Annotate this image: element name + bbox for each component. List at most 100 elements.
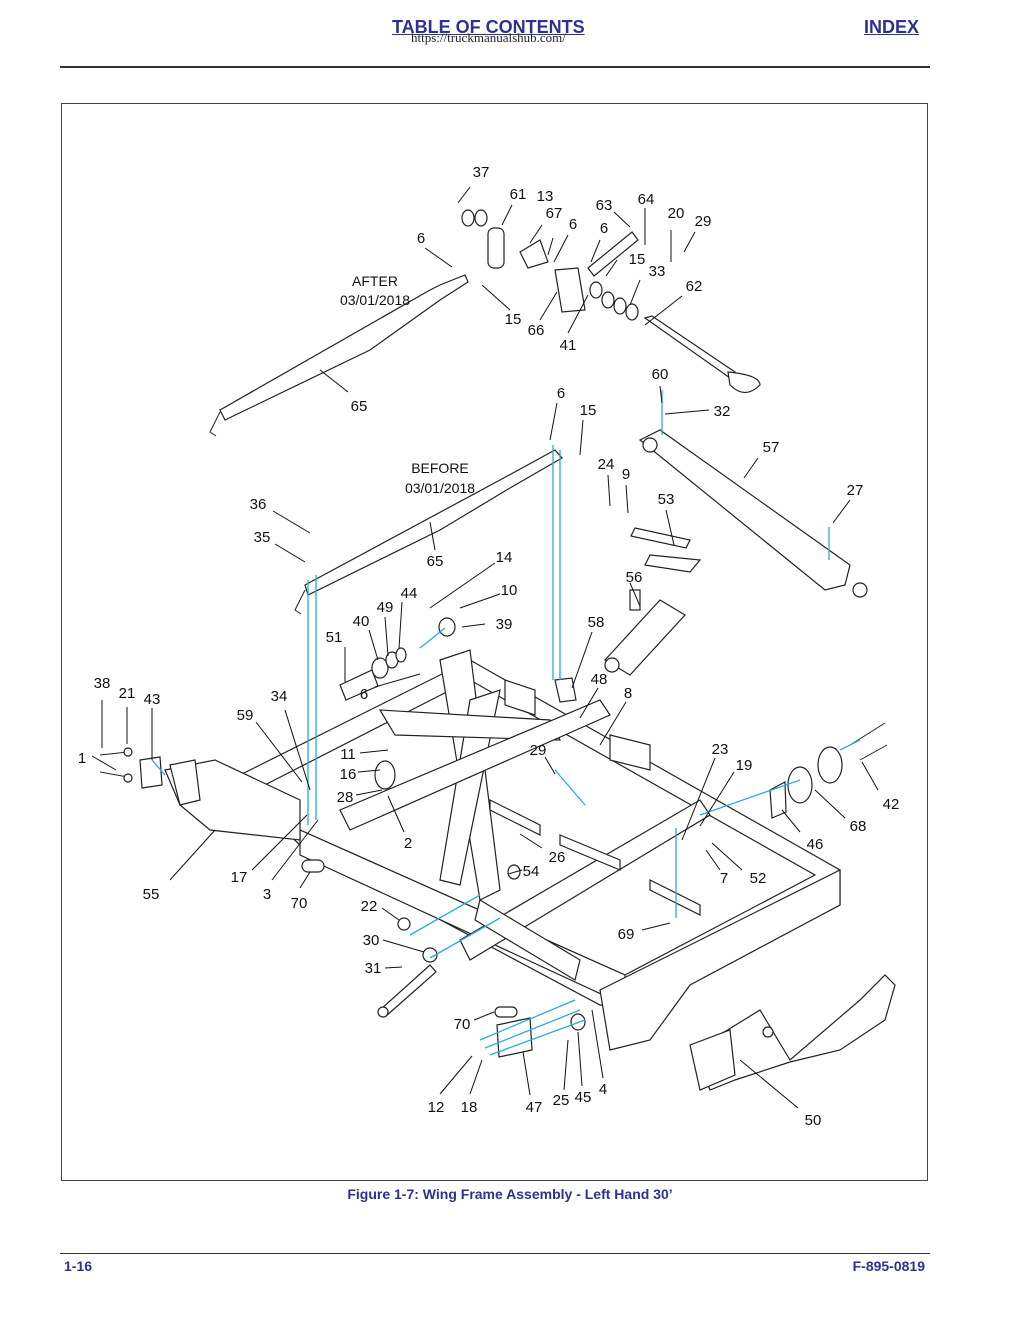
figure-frame (61, 103, 928, 1181)
callout-33: 33 (649, 263, 666, 280)
callout-28: 28 (337, 789, 354, 806)
callout-41: 41 (560, 337, 577, 354)
callout-3: 3 (263, 886, 271, 903)
footer-rule (60, 1253, 930, 1254)
right-parts (99, 722, 888, 819)
callout-56: 56 (626, 569, 643, 586)
table-of-contents-link[interactable]: TABLE OF CONTENTS (392, 17, 585, 37)
callout-46: 46 (807, 836, 824, 853)
callout-67: 67 (546, 205, 563, 222)
callout-47: 47 (526, 1099, 543, 1116)
callout-57: 57 (763, 439, 780, 456)
after-note-line1: AFTER (352, 273, 398, 289)
callout-65: 65 (351, 398, 368, 415)
cylinder-57 (638, 429, 868, 598)
callout-58: 58 (588, 614, 605, 631)
callout-65: 65 (427, 553, 444, 570)
bottom-parts (301, 859, 586, 1058)
callout-53: 53 (658, 491, 675, 508)
callout-43: 43 (144, 691, 161, 708)
callout-8: 8 (624, 685, 632, 702)
document-number: F-895-0819 (852, 1258, 925, 1274)
callout-15: 15 (505, 311, 522, 328)
callout-17: 17 (231, 869, 248, 886)
callout-61: 61 (510, 186, 527, 203)
callout-48: 48 (591, 671, 608, 688)
index-link[interactable]: INDEX (864, 17, 920, 37)
callout-labels: 37 61 13 67 6 63 6 64 20 29 6 15 33 62 1… (78, 164, 900, 1129)
callout-54: 54 (523, 863, 540, 880)
callout-11: 11 (340, 746, 356, 763)
callout-45: 45 (575, 1089, 592, 1106)
callout-34: 34 (271, 688, 288, 705)
callout-70: 70 (291, 895, 308, 912)
callout-35: 35 (254, 529, 271, 546)
watermark-url: https://truckmanualshub.com/ (411, 30, 566, 45)
callout-4: 4 (599, 1081, 607, 1098)
callout-62: 62 (686, 278, 703, 295)
callout-42: 42 (883, 796, 900, 813)
callout-38: 38 (94, 675, 111, 692)
header-rule (60, 66, 930, 68)
callout-29: 29 (695, 213, 712, 230)
callout-29: 29 (530, 742, 547, 759)
figure-caption: Figure 1-7: Wing Frame Assembly - Left H… (347, 1186, 673, 1202)
callout-50: 50 (805, 1112, 822, 1129)
callout-6: 6 (417, 230, 425, 247)
alignment-lines (151, 390, 861, 1056)
wing-frame (228, 649, 841, 1051)
callout-10: 10 (501, 582, 518, 599)
callout-23: 23 (712, 741, 729, 758)
callout-22: 22 (361, 898, 378, 915)
callout-12: 12 (428, 1099, 445, 1116)
callout-59: 59 (237, 707, 254, 724)
callout-13: 13 (537, 188, 554, 205)
callout-15: 15 (580, 402, 597, 419)
callout-68: 68 (850, 818, 867, 835)
before-note-line2: 03/01/2018 (405, 480, 475, 496)
callout-24: 24 (598, 456, 615, 473)
marker-50 (689, 974, 896, 1091)
callout-2: 2 (404, 835, 412, 852)
callout-52: 52 (750, 870, 767, 887)
callout-64: 64 (638, 191, 655, 208)
callout-30: 30 (363, 932, 380, 949)
callout-55: 55 (143, 886, 160, 903)
callout-49: 49 (377, 599, 394, 616)
callout-60: 60 (652, 366, 669, 383)
hub-parts (339, 617, 577, 790)
top-hardware (461, 209, 761, 394)
pin-53 (630, 527, 702, 573)
callout-1: 1 (78, 750, 86, 767)
callout-39: 39 (496, 616, 513, 633)
callout-31: 31 (365, 960, 382, 977)
callout-19: 19 (736, 757, 753, 774)
callout-40: 40 (353, 613, 370, 630)
callout-6: 6 (600, 220, 608, 237)
lock-bar-before (294, 449, 563, 615)
before-note-line1: BEFORE (411, 460, 469, 476)
callout-16: 16 (340, 766, 357, 783)
callout-9: 9 (622, 466, 630, 483)
hinge-end-55 (139, 756, 301, 841)
callout-18: 18 (461, 1099, 478, 1116)
callout-63: 63 (596, 197, 613, 214)
callout-70: 70 (454, 1016, 471, 1033)
callout-69: 69 (618, 926, 635, 943)
callout-6: 6 (569, 216, 577, 233)
callout-66: 66 (528, 322, 545, 339)
callout-15: 15 (629, 251, 646, 268)
callout-37: 37 (473, 164, 490, 181)
lock-bar-after (209, 274, 469, 437)
cylinder-56 (604, 589, 686, 676)
callout-51: 51 (326, 629, 343, 646)
callout-7: 7 (720, 870, 728, 887)
callout-32: 32 (714, 403, 731, 420)
callout-27: 27 (847, 482, 864, 499)
callout-36: 36 (250, 496, 267, 513)
callout-6: 6 (360, 686, 368, 703)
callout-14: 14 (496, 549, 513, 566)
callout-20: 20 (668, 205, 685, 222)
callout-26: 26 (549, 849, 566, 866)
